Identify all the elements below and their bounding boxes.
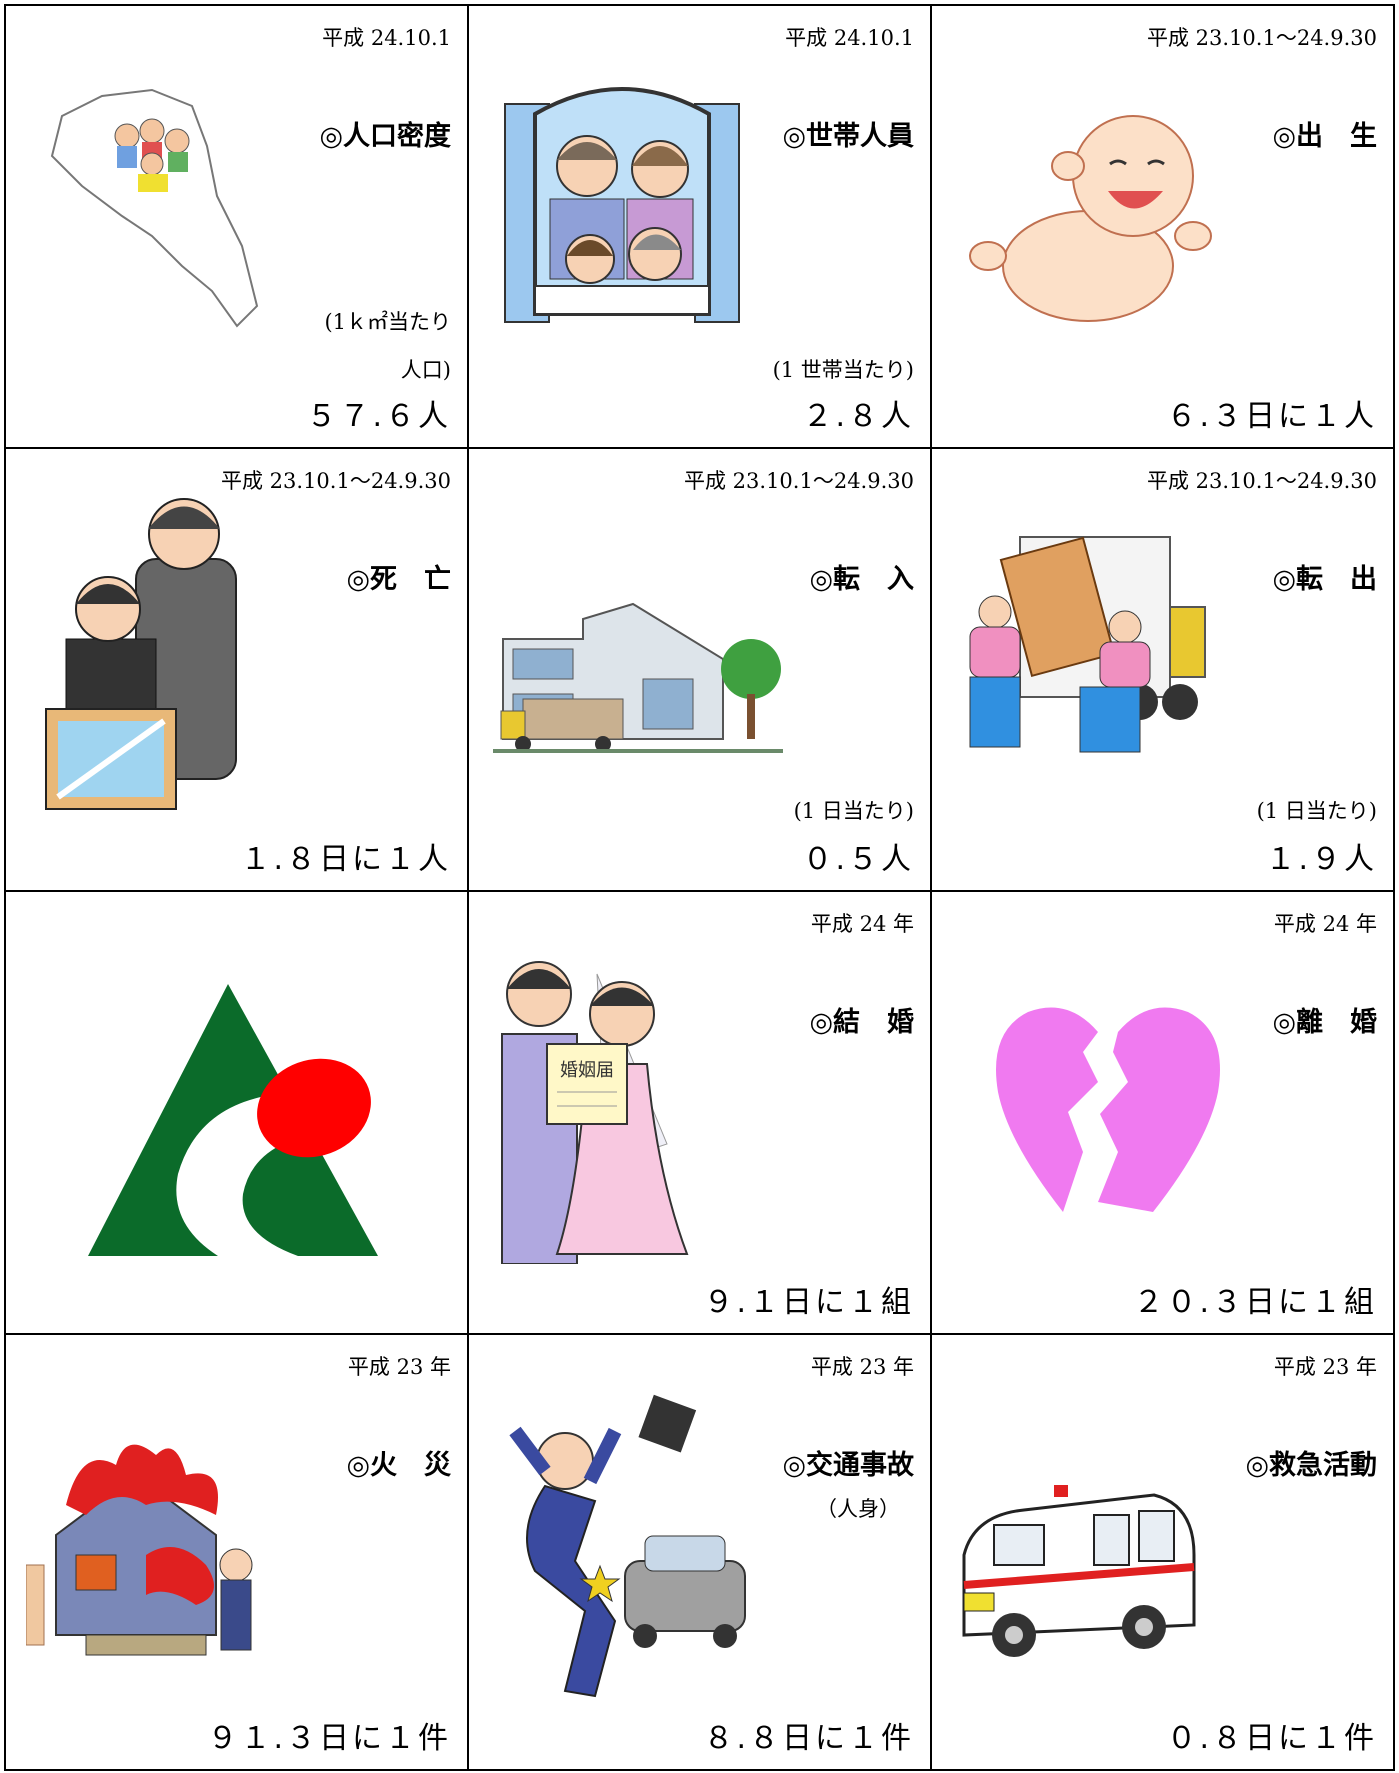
stat-value: ５７.６人	[306, 399, 451, 434]
period-label: 平成 23 年	[1273, 1355, 1377, 1379]
grid-line	[4, 4, 1395, 6]
cell-city-emblem	[6, 892, 467, 1333]
stat-title: ◎結 婚	[809, 1007, 914, 1038]
stat-value: ８.８日に１件	[703, 1721, 914, 1756]
stat-title: ◎救急活動	[1245, 1450, 1377, 1481]
grid-line	[4, 1769, 1395, 1771]
period-label: 平成 23.10.1～24.9.30	[221, 469, 451, 493]
stat-title: ◎離 婚	[1272, 1007, 1377, 1038]
cell-household-members: 平成 24.10.1 ◎世帯人員 (1 世帯当たり) ２.８人	[469, 6, 930, 447]
unit-note: （人身）	[816, 1497, 900, 1521]
stat-value: １.９人	[1265, 842, 1377, 877]
period-label: 平成 24.10.1	[322, 26, 451, 50]
unit-note-2: 人口)	[400, 358, 451, 382]
cell-move-out: 平成 23.10.1～24.9.30 ◎転 出 (1 日当たり) １.９人	[932, 449, 1393, 890]
period-label: 平成 23 年	[810, 1355, 914, 1379]
grid-line	[4, 890, 1395, 892]
unit-note: (1 日当たり)	[793, 799, 914, 823]
cell-fire: 平成 23 年 ◎火 災 ９１.３日に１件	[6, 1335, 467, 1769]
grid-line	[4, 4, 6, 1771]
stat-value: ２.８人	[802, 399, 914, 434]
stat-title: ◎転 入	[809, 564, 914, 595]
stat-value: ０.８日に１件	[1166, 1721, 1377, 1756]
house-fire-icon	[26, 1435, 266, 1665]
grid-line	[4, 447, 1395, 449]
stat-title: ◎死 亡	[346, 564, 451, 595]
stat-value: １.８日に１人	[240, 842, 451, 877]
stat-title: ◎火 災	[346, 1450, 451, 1481]
stat-value: ２０.３日に１組	[1133, 1285, 1377, 1320]
cell-traffic-accident: 平成 23 年 ◎交通事故 （人身） ８.８日に１件	[469, 1335, 930, 1769]
marriage-form-label: 婚姻届	[560, 1060, 614, 1081]
stat-value: ６.３日に１人	[1166, 399, 1377, 434]
period-label: 平成 23.10.1～24.9.30	[1147, 26, 1377, 50]
cell-births: 平成 23.10.1～24.9.30 ◎出 生 ６.３日に１人	[932, 6, 1393, 447]
period-label: 平成 24 年	[810, 912, 914, 936]
period-label: 平成 23.10.1～24.9.30	[1147, 469, 1377, 493]
cell-population-density: 平成 24.10.1 ◎人口密度 (1ｋ㎡当たり 人口) ５７.６人	[6, 6, 467, 447]
stat-title: ◎人口密度	[319, 121, 451, 152]
stat-title: ◎交通事故	[782, 1450, 914, 1481]
grid-line	[930, 4, 932, 1771]
unit-note: (1 世帯当たり)	[772, 358, 914, 382]
house-moving-icon	[493, 599, 783, 759]
city-emblem-icon	[88, 984, 378, 1256]
grid-line	[1393, 4, 1395, 1771]
cell-deaths: 平成 23.10.1～24.9.30 ◎死 亡 １.８日に１人	[6, 449, 467, 890]
period-label: 平成 24 年	[1273, 912, 1377, 936]
stat-title: ◎転 出	[1272, 564, 1377, 595]
stat-value: ０.５人	[802, 842, 914, 877]
stat-title: ◎世帯人員	[782, 121, 914, 152]
cell-move-in: 平成 23.10.1～24.9.30 ◎転 入 (1 日当たり) ０.５人	[469, 449, 930, 890]
period-label: 平成 23.10.1～24.9.30	[684, 469, 914, 493]
cell-emergency-service: 平成 23 年 ◎救急活動 ０.８日に１件	[932, 1335, 1393, 1769]
movers-truck-icon	[960, 527, 1220, 767]
period-label: 平成 24.10.1	[785, 26, 914, 50]
cell-divorce: 平成 24 年 ◎離 婚 ２０.３日に１組	[932, 892, 1393, 1333]
grid-line	[4, 1333, 1395, 1335]
wedding-couple-icon: 婚姻届	[497, 944, 697, 1264]
map-family-icon	[42, 76, 272, 336]
grid-line	[467, 4, 469, 1771]
stat-value: ９１.３日に１件	[207, 1721, 451, 1756]
unit-note: (1ｋ㎡当たり	[324, 310, 451, 334]
unit-note: (1 日当たり)	[1256, 799, 1377, 823]
broken-heart-icon	[988, 1002, 1228, 1212]
baby-icon	[968, 106, 1218, 346]
mourners-icon	[36, 489, 256, 819]
stat-value: ９.１日に１組	[703, 1285, 914, 1320]
ambulance-icon	[954, 1475, 1204, 1665]
stat-title: ◎出 生	[1272, 121, 1377, 152]
cell-marriage: 平成 24 年 ◎結 婚 ９.１日に１組 婚姻届	[469, 892, 930, 1333]
family-window-icon	[495, 74, 749, 330]
traffic-accident-icon	[495, 1391, 765, 1711]
period-label: 平成 23 年	[347, 1355, 451, 1379]
